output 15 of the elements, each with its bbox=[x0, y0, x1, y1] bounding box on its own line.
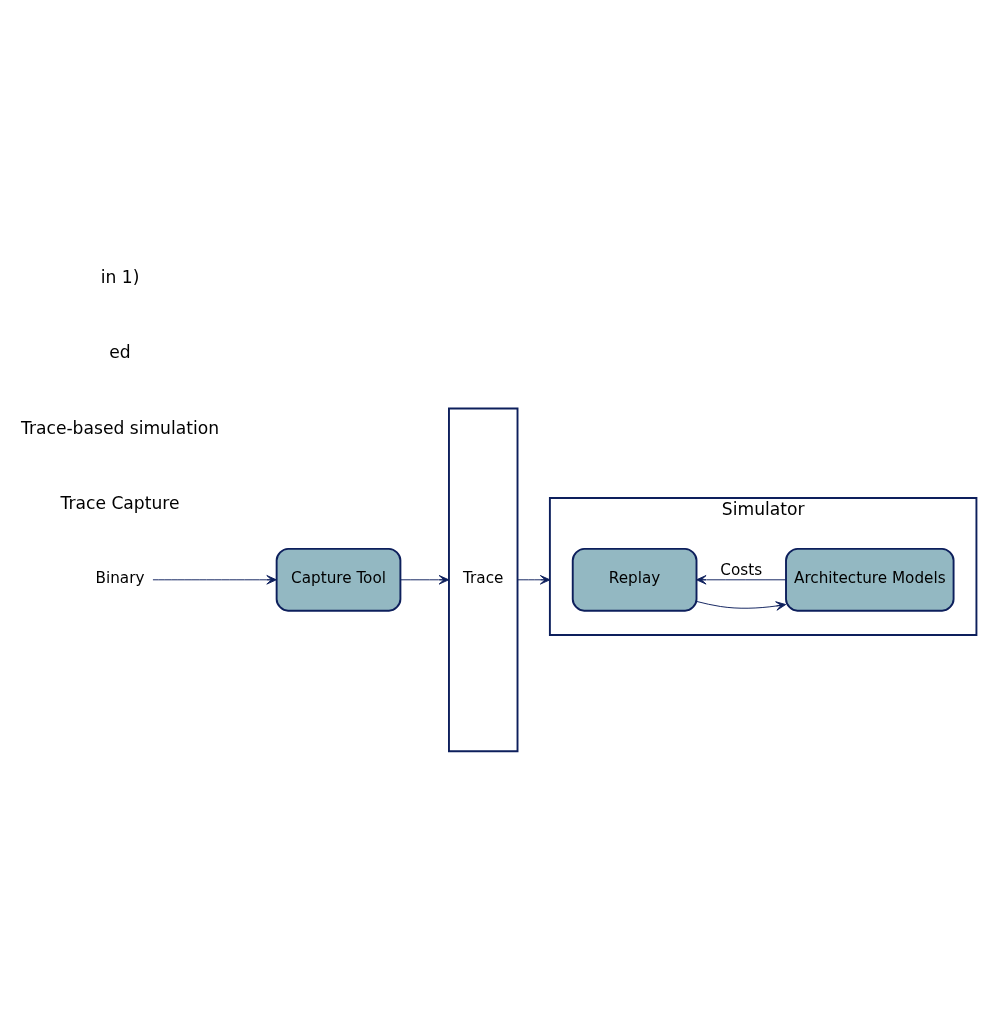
arrow bbox=[152, 574, 277, 585]
label: in 1) bbox=[100, 266, 140, 287]
node-box: Replay bbox=[571, 547, 698, 612]
label: Trace-based simulation bbox=[21, 417, 220, 438]
edge-label: Costs bbox=[720, 560, 763, 579]
node-text: Binary bbox=[95, 568, 145, 587]
label: Trace Capture bbox=[60, 492, 180, 513]
arrow bbox=[400, 574, 450, 585]
node-box: Capture Tool bbox=[275, 547, 402, 612]
arrow bbox=[696, 600, 787, 611]
label: ed bbox=[109, 341, 131, 362]
arrow bbox=[517, 574, 551, 585]
node-box: Architecture Models bbox=[785, 547, 955, 612]
node-box: Trace bbox=[448, 407, 519, 752]
arrow bbox=[696, 574, 787, 585]
